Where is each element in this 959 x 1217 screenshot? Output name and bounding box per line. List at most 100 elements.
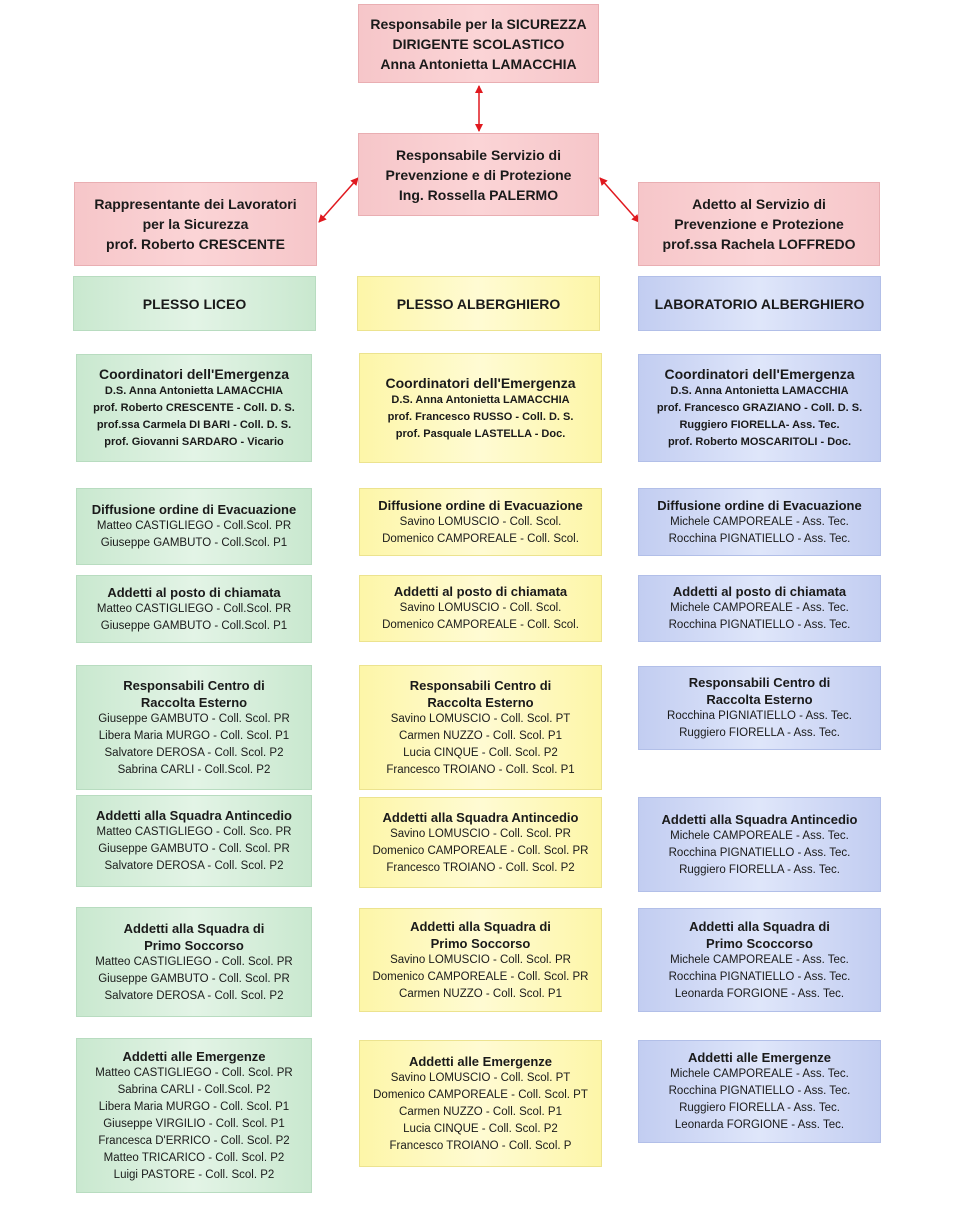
- box-line: Anna Antonietta LAMACCHIA: [380, 55, 577, 72]
- header-plesso-alberghiero: PLESSO ALBERGHIERO: [357, 276, 600, 331]
- member-name: prof. Francesco RUSSO - Coll. D. S.: [387, 410, 574, 423]
- header-label: PLESSO LICEO: [142, 295, 247, 312]
- role-title: Addetti al posto di chiamata: [107, 584, 281, 600]
- member-name: Giuseppe GAMBUTO - Coll.Scol. P1: [100, 537, 288, 549]
- role-title: Addetti alle Emergenze: [408, 1053, 553, 1069]
- rls-box: Rappresentante dei Lavoratori per la Sic…: [74, 182, 317, 266]
- member-name: Matteo CASTIGLIEGO - Coll. Sco. PR: [96, 826, 292, 838]
- member-name: prof.ssa Carmela DI BARI - Coll. D. S.: [96, 419, 292, 431]
- role-title: Raccolta Esterno: [427, 694, 534, 710]
- role-title: Addetti alla Squadra di: [410, 918, 551, 934]
- member-name: Domenico CAMPOREALE - Coll. Scol. PR: [372, 844, 589, 857]
- role-title: Diffusione ordine di Evacuazione: [378, 497, 583, 513]
- role-title: Addetti alla Squadra di: [689, 918, 830, 934]
- role-title: Coordinatori dell'Emergenza: [98, 366, 290, 382]
- box-line: Adetto al Servizio di: [692, 196, 826, 212]
- role-title: Addetti al posto di chiamata: [672, 584, 847, 599]
- member-name: Matteo CASTIGLIEGO - Coll. Scol. PR: [95, 955, 293, 968]
- member-name: Libera Maria MURGO - Coll. Scol. P1: [98, 1100, 290, 1113]
- member-name: Domenico CAMPOREALE - Coll. Scol. PT: [373, 1088, 588, 1101]
- member-name: Savino LOMUSCIO - Coll. Scol.: [399, 515, 562, 528]
- role-title: Raccolta Esterno: [706, 692, 813, 707]
- member-name: Luigi PASTORE - Coll. Scol. P2: [113, 1168, 275, 1181]
- role-title: Responsabili Centro di: [688, 675, 831, 690]
- member-name: Salvatore DEROSA - Coll. Scol. P2: [104, 746, 284, 759]
- member-name: Salvatore DEROSA - Coll. Scol. P2: [104, 989, 284, 1002]
- member-name: Francesco TROIANO - Coll. Scol. P: [389, 1139, 572, 1152]
- box-line: per la Sicurezza: [142, 216, 249, 232]
- member-name: Rocchina PIGNATIELLO - Ass. Tec.: [668, 1085, 851, 1097]
- role-title: Primo Soccorso: [430, 935, 531, 951]
- member-name: Michele CAMPOREALE - Ass. Tec.: [670, 1068, 849, 1080]
- member-name: Giuseppe GAMBUTO - Coll. Scol. PR: [98, 712, 290, 725]
- rspp-box: Responsabile Servizio di Prevenzione e d…: [358, 133, 599, 216]
- aspp-box: Adetto al Servizio di Prevenzione e Prot…: [638, 182, 880, 266]
- member-name: prof. Roberto MOSCARITOLI - Doc.: [667, 436, 852, 448]
- member-name: Savino LOMUSCIO - Coll. Scol. PR: [390, 827, 571, 840]
- role-title: Addetti alla Squadra Antincedio: [661, 811, 858, 827]
- member-name: Domenico CAMPOREALE - Coll. Scol. PR: [372, 970, 589, 983]
- role-title: Coordinatori dell'Emergenza: [664, 366, 855, 382]
- role-title: Responsabili Centro di: [123, 677, 265, 693]
- box-line: Responsabile Servizio di: [396, 146, 561, 163]
- role-title: Responsabili Centro di: [409, 677, 552, 693]
- member-name: Leonarda FORGIONE - Ass. Tec.: [674, 987, 845, 1000]
- member-name: Leonarda FORGIONE - Ass. Tec.: [674, 1119, 845, 1131]
- role-title: Diffusione ordine di Evacuazione: [657, 497, 862, 513]
- member-name: Francesco TROIANO - Coll. Scol. P2: [386, 861, 575, 874]
- member-name: prof. Francesco GRAZIANO - Coll. D. S.: [656, 402, 863, 414]
- member-name: Michele CAMPOREALE - Ass. Tec.: [670, 602, 849, 614]
- role-title: Addetti alle Emergenze: [122, 1048, 266, 1064]
- header-label: PLESSO ALBERGHIERO: [396, 295, 561, 312]
- member-name: Ruggiero FIORELLA - Ass. Tec.: [679, 727, 840, 739]
- member-name: prof. Roberto CRESCENTE - Coll. D. S.: [93, 402, 295, 414]
- arrow-rspp-aspp: [599, 177, 640, 223]
- role-title: Raccolta Esterno: [140, 694, 248, 710]
- member-name: Ruggiero FIORELLA- Ass. Tec.: [679, 419, 840, 431]
- member-name: Sabrina CARLI - Coll.Scol. P2: [117, 763, 271, 776]
- member-name: prof. Pasquale LASTELLA - Doc.: [395, 427, 566, 440]
- box-line: Prevenzione e di Protezione: [385, 166, 572, 183]
- member-name: Ruggiero FIORELLA - Ass. Tec.: [679, 1102, 840, 1114]
- member-name: Carmen NUZZO - Coll. Scol. P1: [399, 987, 562, 1000]
- member-name: Matteo CASTIGLIEGO - Coll. Scol. PR: [95, 1066, 293, 1079]
- role-title: Addetti alla Squadra di: [123, 920, 265, 936]
- member-name: Matteo TRICARICO - Coll. Scol. P2: [103, 1151, 285, 1164]
- role-title: Primo Soccorso: [144, 937, 244, 953]
- box-line: Prevenzione e Protezione: [674, 216, 844, 232]
- role-title: Primo Scoccorso: [706, 935, 813, 951]
- member-name: Rocchina PIGNATIELLO - Ass. Tec.: [668, 532, 851, 545]
- header-label: LABORATORIO ALBERGHIERO: [654, 295, 865, 312]
- member-name: Lucia CINQUE - Coll. Scol. P2: [403, 746, 558, 759]
- member-name: Rocchina PIGNATIELLO - Ass. Tec.: [668, 970, 851, 983]
- member-name: Savino LOMUSCIO - Coll. Scol. PR: [390, 953, 571, 966]
- member-name: Savino LOMUSCIO - Coll. Scol.: [399, 602, 562, 614]
- member-name: Giuseppe GAMBUTO - Coll.Scol. P1: [100, 619, 288, 632]
- member-name: Rocchina PIGNATIELLO - Ass. Tec.: [668, 846, 851, 859]
- responsabile-sicurezza-box: Responsabile per la SICUREZZA DIRIGENTE …: [358, 4, 599, 83]
- box-line: prof. Roberto CRESCENTE: [106, 236, 285, 252]
- member-name: Domenico CAMPOREALE - Coll. Scol.: [382, 619, 579, 631]
- role-title: Addetti alla Squadra Antincedio: [96, 808, 292, 823]
- role-title: Coordinatori dell'Emergenza: [385, 374, 576, 391]
- box-line: Responsabile per la SICUREZZA: [370, 15, 587, 32]
- member-name: Carmen NUZZO - Coll. Scol. P1: [399, 729, 562, 742]
- box-line: prof.ssa Rachela LOFFREDO: [662, 236, 856, 252]
- role-title: Addetti alle Emergenze: [687, 1050, 832, 1065]
- box-line: Rappresentante dei Lavoratori: [94, 196, 297, 212]
